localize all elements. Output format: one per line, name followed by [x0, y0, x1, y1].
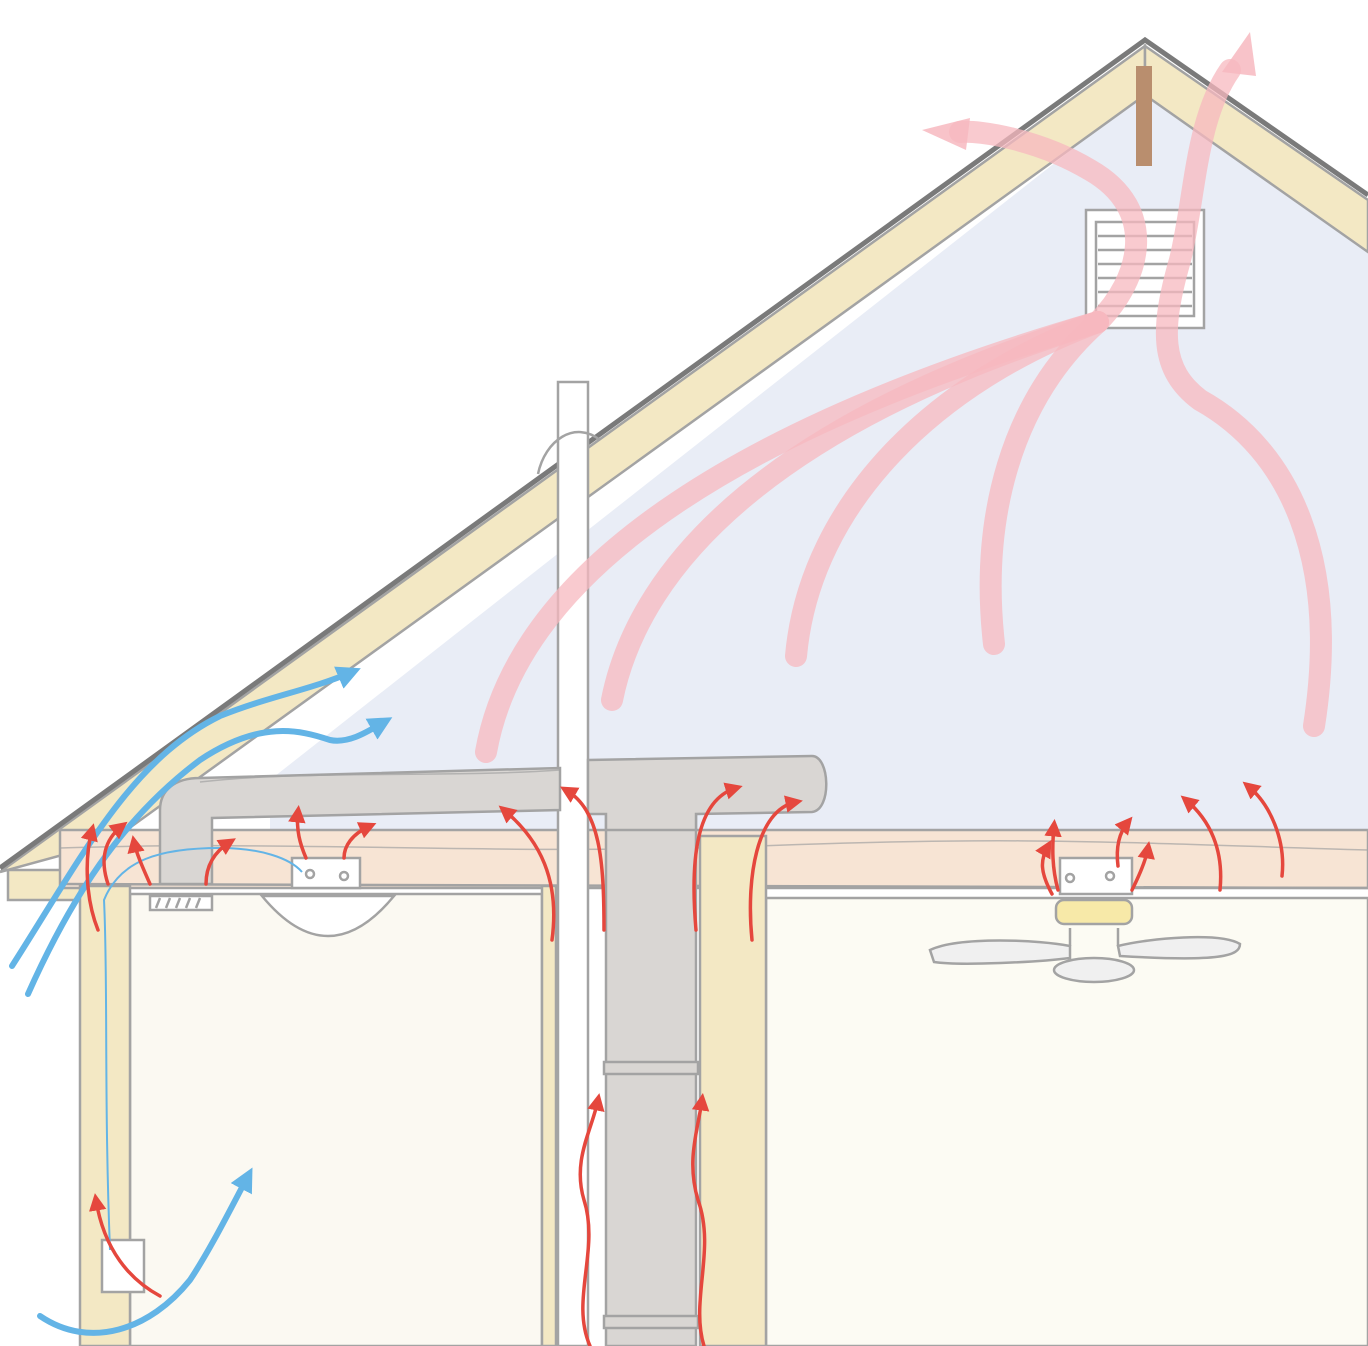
leak-arrows [80, 781, 1285, 1346]
ridge-block [1136, 66, 1152, 166]
junction-box [1058, 856, 1134, 896]
air-leak-arrow [1035, 839, 1054, 896]
roof-line [0, 36, 1368, 871]
air-leak-arrow [691, 1093, 710, 1346]
air-leak-arrow [748, 795, 803, 942]
air-leak-arrow [1044, 819, 1062, 892]
air-leak-arrow [1114, 816, 1133, 868]
outside-air-flow [9, 666, 393, 1336]
air-leak-arrow [80, 823, 100, 932]
interior-wall-right [698, 834, 768, 1346]
interior-wall-left [540, 884, 558, 1346]
flue-chase [602, 814, 700, 1346]
air-leak-arrow [342, 822, 377, 860]
air-leak-arrow [288, 805, 308, 860]
recessed-light-fixture [259, 856, 397, 938]
soffit-vent [148, 894, 214, 912]
air-leak-arrow [578, 1093, 605, 1346]
vent-stack [536, 380, 601, 1346]
attic-space [270, 92, 1368, 832]
air-leak-arrow [1180, 795, 1223, 892]
air-leak-arrow [1242, 781, 1285, 878]
air-leak-arrow [204, 838, 236, 886]
air-leak-arrow [559, 786, 606, 932]
air-leak-arrow [692, 782, 743, 932]
air-leak-arrow [1130, 841, 1155, 892]
plume-arrow-right [1222, 32, 1256, 76]
air-leak-arrow [498, 805, 556, 942]
ceiling-fan-fixture [928, 898, 1242, 984]
plume-arrow-left [922, 118, 970, 150]
air-leak-arrow [89, 1193, 162, 1298]
air-leak-arrow [127, 835, 152, 886]
wiring [102, 846, 303, 1251]
warm-air-plumes [475, 59, 1332, 763]
air-leak-arrow [102, 821, 128, 886]
